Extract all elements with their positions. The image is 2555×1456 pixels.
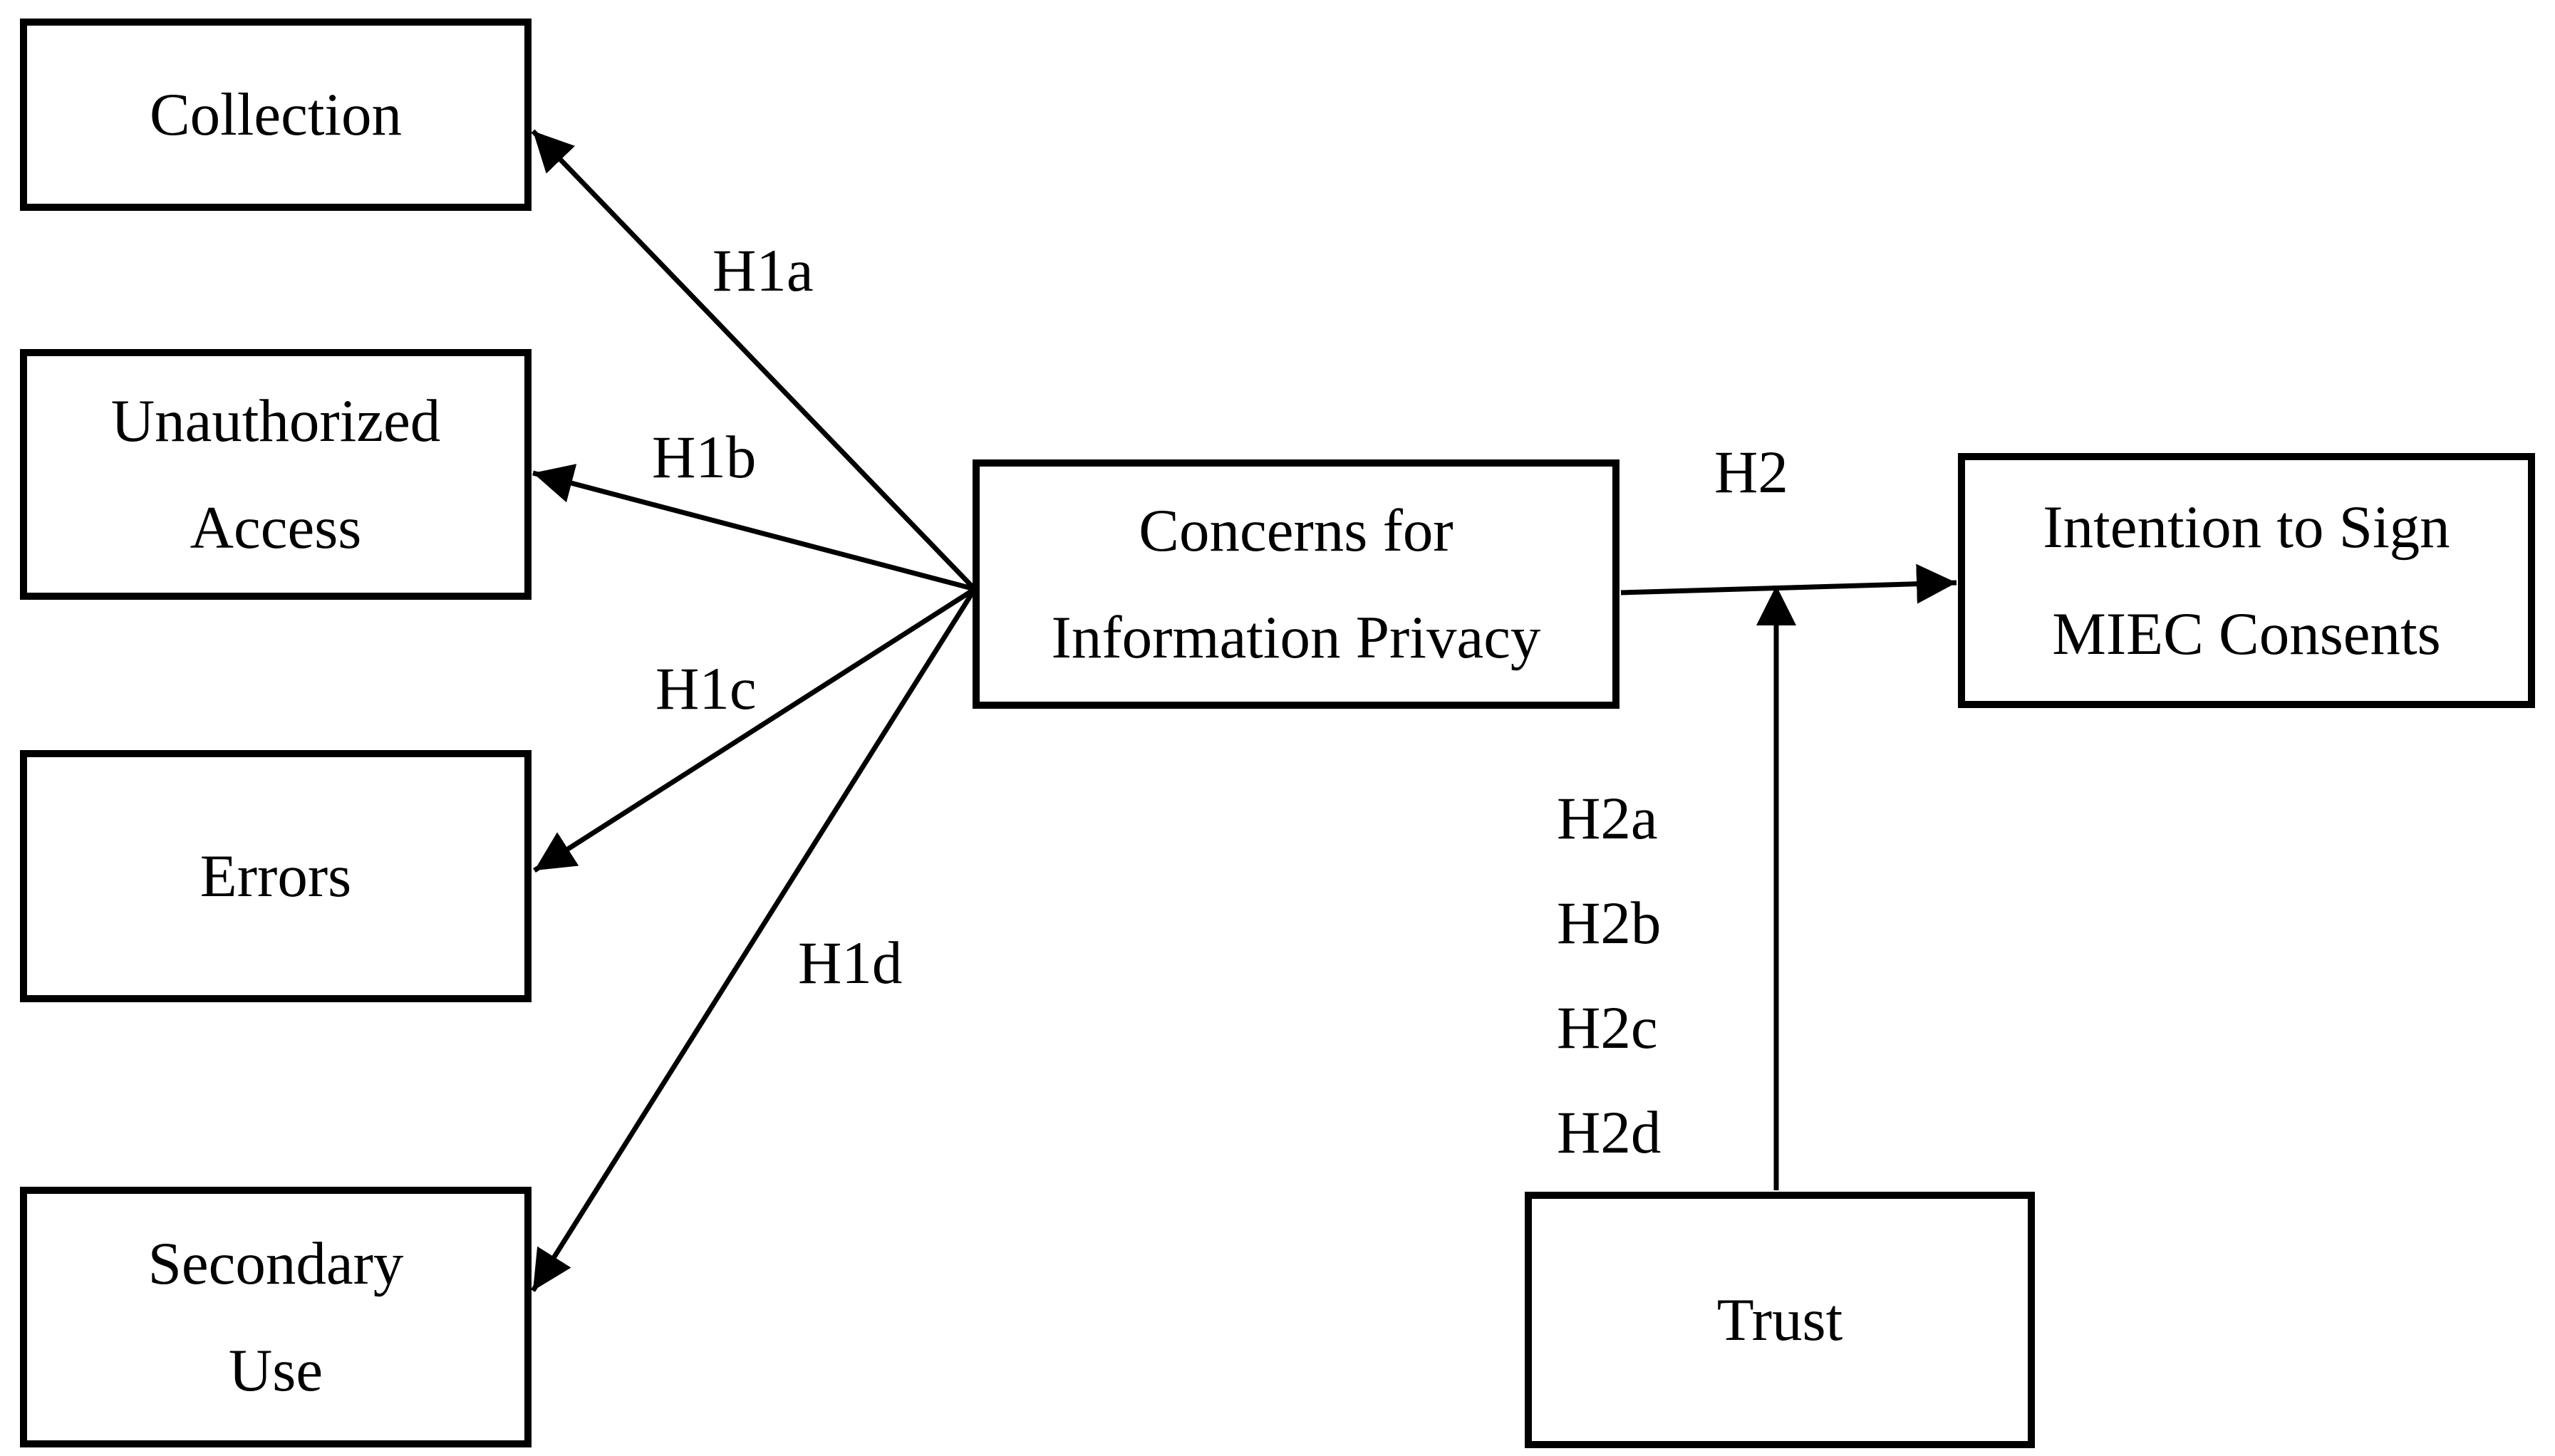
node-collection: Collection xyxy=(20,19,532,211)
node-intention-label-line1: Intention to Sign xyxy=(2043,494,2450,561)
node-concerns-label-line2: Information Privacy xyxy=(1051,604,1541,671)
moderation-labels-stack: H2a H2b H2c H2d xyxy=(1557,766,1661,1185)
path-label-h1b: H1b xyxy=(652,424,757,491)
node-trust-label: Trust xyxy=(1716,1286,1843,1353)
node-concerns-for-information-privacy: Concerns for Information Privacy xyxy=(973,459,1619,709)
path-label-h1d: H1d xyxy=(798,930,903,997)
node-secondary-use-label-line1: Secondary xyxy=(147,1230,404,1297)
node-secondary-use: Secondary Use xyxy=(20,1187,532,1447)
moderation-label-h2c: H2c xyxy=(1557,994,1658,1061)
path-label-h1a: H1a xyxy=(712,237,814,304)
arrow-h1a xyxy=(531,129,977,591)
node-unauthorized-access-label-line1: Unauthorized xyxy=(110,388,441,454)
node-errors: Errors xyxy=(20,750,532,1002)
arrow-h1c xyxy=(533,587,976,873)
node-intention-to-sign-miec-consents: Intention to Sign MIEC Consents xyxy=(1958,453,2535,708)
node-unauthorized-access-label-line2: Access xyxy=(190,494,362,561)
moderation-label-h2b: H2b xyxy=(1557,890,1662,957)
node-intention-label-line2: MIEC Consents xyxy=(2052,600,2441,667)
node-errors-label: Errors xyxy=(199,843,352,910)
arrow-h1b xyxy=(532,464,975,592)
moderation-label-h2d: H2d xyxy=(1557,1099,1662,1166)
node-trust: Trust xyxy=(1525,1192,2035,1448)
moderation-label-h2a: H2a xyxy=(1557,785,1658,852)
node-unauthorized-access: Unauthorized Access xyxy=(20,349,532,600)
node-collection-label: Collection xyxy=(149,81,403,148)
path-label-h1c: H1c xyxy=(655,655,757,722)
arrow-h2 xyxy=(1620,563,1957,604)
node-concerns-label-line1: Concerns for xyxy=(1139,497,1453,564)
arrow-h1d xyxy=(531,588,977,1292)
node-secondary-use-label-line2: Use xyxy=(228,1337,323,1404)
path-label-h2: H2 xyxy=(1714,439,1788,506)
